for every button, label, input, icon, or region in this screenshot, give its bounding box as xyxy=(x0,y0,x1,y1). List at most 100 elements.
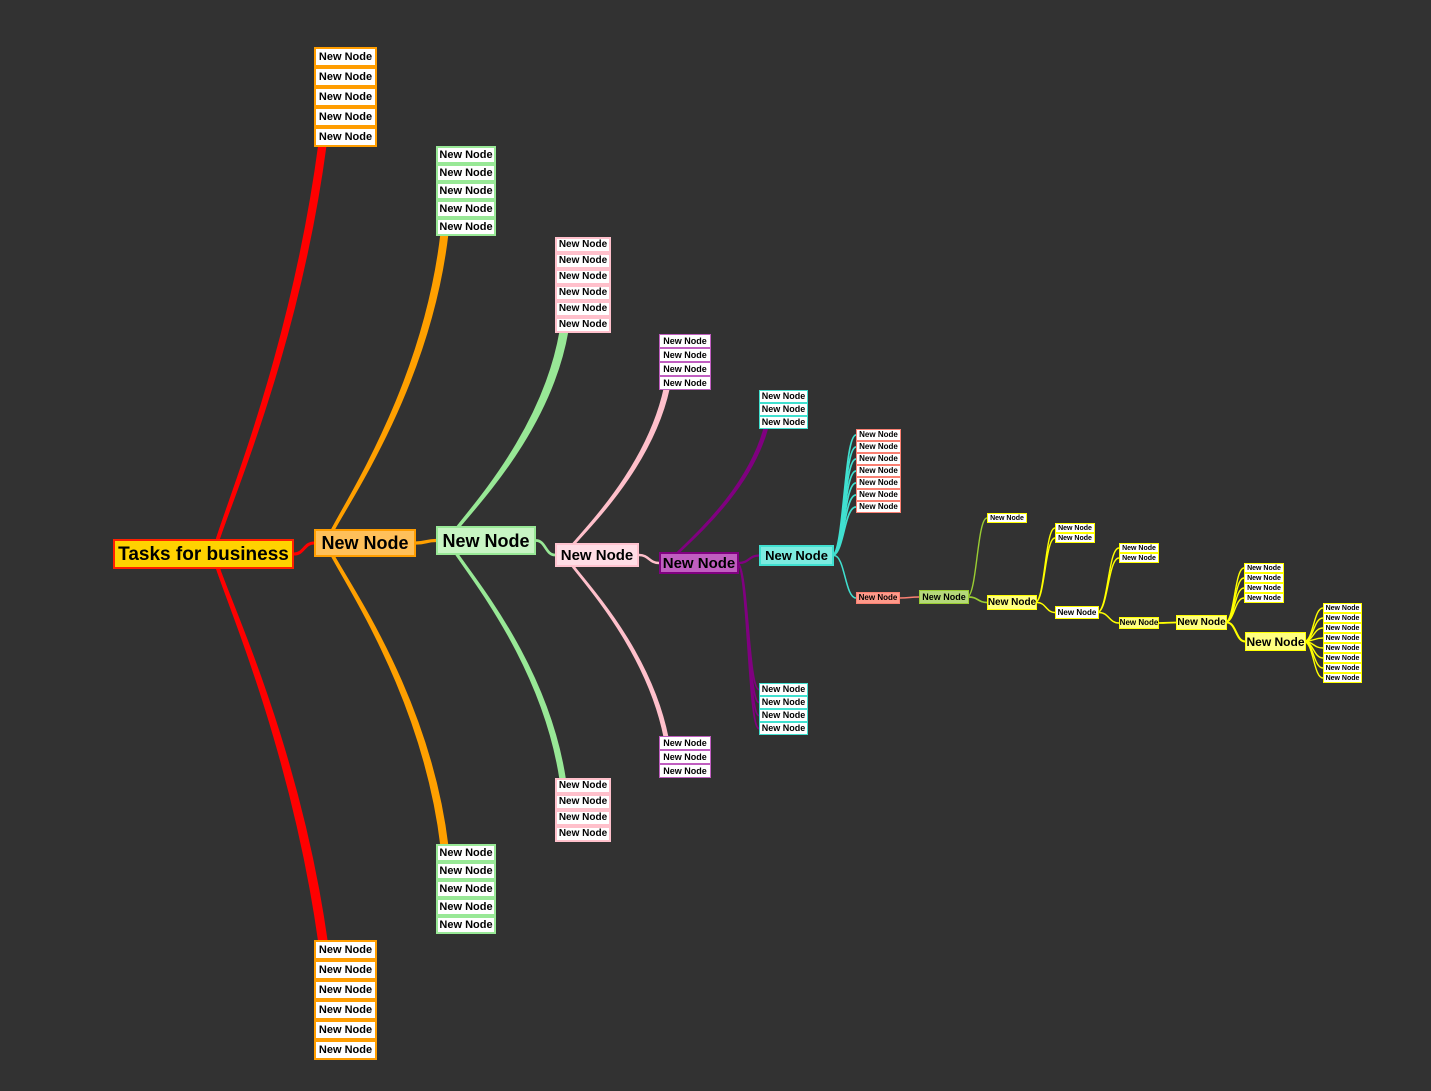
leaf-node[interactable]: New Node xyxy=(1244,583,1284,593)
leaf-node[interactable]: New Node xyxy=(856,441,901,453)
leaf-node-label: New Node xyxy=(439,864,493,877)
leaf-node[interactable]: New Node xyxy=(555,253,611,269)
leaf-node[interactable]: New Node xyxy=(555,826,611,842)
leaf-connector xyxy=(325,232,448,545)
leaf-node[interactable]: New Node xyxy=(436,880,496,898)
hub-node-11[interactable]: New Node xyxy=(1176,615,1227,630)
leaf-node[interactable]: New Node xyxy=(314,980,377,1000)
leaf-node[interactable]: New Node xyxy=(314,47,377,67)
hub-node-7[interactable]: New Node xyxy=(919,590,969,604)
leaf-node[interactable]: New Node xyxy=(856,465,901,477)
leaf-node[interactable]: New Node xyxy=(1323,663,1362,673)
leaf-node[interactable]: New Node xyxy=(759,709,808,722)
leaf-node[interactable]: New Node xyxy=(759,696,808,709)
leaf-node[interactable]: New Node xyxy=(314,1040,377,1060)
leaf-node[interactable]: New Node xyxy=(314,107,377,127)
leaf-node[interactable]: New Node xyxy=(987,513,1027,523)
leaf-node-label: New Node xyxy=(1325,654,1360,662)
leaf-node-label: New Node xyxy=(859,454,898,463)
leaf-node[interactable]: New Node xyxy=(659,736,711,750)
leaf-connector xyxy=(447,539,563,782)
hub-node-3[interactable]: New Node xyxy=(555,543,639,567)
leaf-node[interactable]: New Node xyxy=(659,334,711,348)
leaf-node[interactable]: New Node xyxy=(436,844,496,862)
leaf-connector xyxy=(212,143,322,556)
leaf-node[interactable]: New Node xyxy=(1323,623,1362,633)
hub-node-6[interactable]: New Node xyxy=(856,592,900,604)
leaf-node-label: New Node xyxy=(318,1003,373,1016)
leaf-node[interactable]: New Node xyxy=(555,794,611,810)
leaf-node[interactable]: New Node xyxy=(436,898,496,916)
leaf-node[interactable]: New Node xyxy=(314,960,377,980)
leaf-node[interactable]: New Node xyxy=(555,269,611,285)
leaf-node-label: New Node xyxy=(558,828,608,839)
leaf-connector xyxy=(325,541,445,848)
leaf-connector xyxy=(447,329,568,542)
leaf-node[interactable]: New Node xyxy=(555,317,611,333)
leaf-node[interactable]: New Node xyxy=(1323,603,1362,613)
hub-node-5[interactable]: New Node xyxy=(759,545,834,566)
leaf-node[interactable]: New Node xyxy=(314,67,377,87)
leaf-node[interactable]: New Node xyxy=(1119,543,1159,553)
leaf-node[interactable]: New Node xyxy=(659,376,711,390)
leaf-node[interactable]: New Node xyxy=(1055,533,1095,543)
leaf-node[interactable]: New Node xyxy=(436,218,496,236)
leaf-node[interactable]: New Node xyxy=(659,362,711,376)
leaf-node[interactable]: New Node xyxy=(659,750,711,764)
hub-node-9[interactable]: New Node xyxy=(1055,606,1099,619)
leaf-node-label: New Node xyxy=(439,184,493,197)
leaf-node[interactable]: New Node xyxy=(856,429,901,441)
leaf-node[interactable]: New Node xyxy=(1244,593,1284,603)
leaf-node[interactable]: New Node xyxy=(555,237,611,253)
leaf-node[interactable]: New Node xyxy=(659,764,711,778)
leaf-node[interactable]: New Node xyxy=(555,810,611,826)
leaf-node[interactable]: New Node xyxy=(314,87,377,107)
hub-node-10[interactable]: New Node xyxy=(1119,617,1159,629)
leaf-node-label: New Node xyxy=(558,287,608,298)
leaf-node[interactable]: New Node xyxy=(1119,553,1159,563)
leaf-node[interactable]: New Node xyxy=(1323,643,1362,653)
leaf-node[interactable]: New Node xyxy=(436,916,496,934)
leaf-node[interactable]: New Node xyxy=(555,301,611,317)
leaf-node[interactable]: New Node xyxy=(436,862,496,880)
leaf-node-label: New Node xyxy=(663,377,707,388)
leaf-node[interactable]: New Node xyxy=(436,164,496,182)
leaf-node[interactable]: New Node xyxy=(1323,613,1362,623)
leaf-node[interactable]: New Node xyxy=(314,1000,377,1020)
leaf-node[interactable]: New Node xyxy=(856,477,901,489)
leaf-node[interactable]: New Node xyxy=(856,501,901,513)
leaf-node[interactable]: New Node xyxy=(314,1020,377,1040)
leaf-node[interactable]: New Node xyxy=(314,127,377,147)
leaf-node[interactable]: New Node xyxy=(759,403,808,416)
leaf-node[interactable]: New Node xyxy=(436,146,496,164)
leaf-node[interactable]: New Node xyxy=(436,182,496,200)
leaf-node[interactable]: New Node xyxy=(1323,633,1362,643)
hub-node-1[interactable]: New Node xyxy=(314,529,416,557)
leaf-node[interactable]: New Node xyxy=(1244,563,1284,573)
leaf-node[interactable]: New Node xyxy=(759,683,808,696)
leaf-node[interactable]: New Node xyxy=(1244,573,1284,583)
leaf-node[interactable]: New Node xyxy=(856,453,901,465)
leaf-node[interactable]: New Node xyxy=(759,722,808,735)
hub-node-8[interactable]: New Node xyxy=(987,595,1037,610)
leaf-node[interactable]: New Node xyxy=(314,940,377,960)
leaf-node[interactable]: New Node xyxy=(555,285,611,301)
leaf-connector xyxy=(325,232,449,545)
leaf-node[interactable]: New Node xyxy=(856,489,901,501)
leaf-node-label: New Node xyxy=(439,918,493,931)
leaf-node[interactable]: New Node xyxy=(436,200,496,218)
hub-node-label: New Node xyxy=(1177,616,1226,628)
leaf-node[interactable]: New Node xyxy=(1323,653,1362,663)
leaf-node[interactable]: New Node xyxy=(759,390,808,403)
leaf-node[interactable]: New Node xyxy=(555,778,611,794)
leaf-node[interactable]: New Node xyxy=(759,416,808,429)
leaf-connector xyxy=(564,386,669,557)
leaf-node[interactable]: New Node xyxy=(659,348,711,362)
leaf-node[interactable]: New Node xyxy=(1323,673,1362,683)
hub-node-2[interactable]: New Node xyxy=(436,526,536,555)
leaf-connector xyxy=(447,329,563,542)
hub-node-4[interactable]: New Node xyxy=(659,552,739,574)
leaf-node[interactable]: New Node xyxy=(1055,523,1095,533)
root-node[interactable]: Tasks for business xyxy=(113,539,294,569)
hub-node-12[interactable]: New Node xyxy=(1245,632,1306,651)
